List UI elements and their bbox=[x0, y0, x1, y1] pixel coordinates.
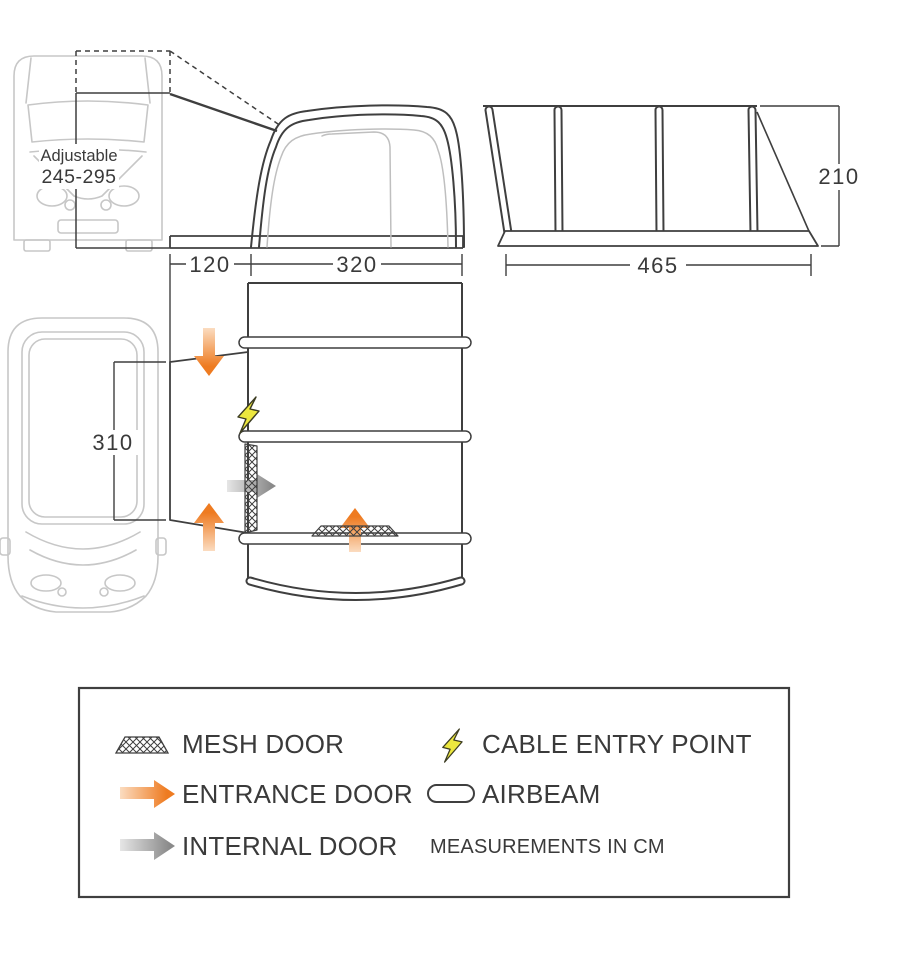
entrance-door-arrow-top bbox=[194, 328, 224, 376]
van-top-lamp-right bbox=[99, 587, 109, 597]
dim-side-length: 465 bbox=[637, 253, 678, 278]
legend: MESH DOOR CABLE ENTRY POINT ENTRANCE DOO… bbox=[77, 686, 791, 899]
van-top-mirror-right bbox=[155, 537, 167, 556]
van-headlight-right bbox=[108, 185, 140, 207]
van-front-windshield bbox=[27, 100, 149, 143]
van-front-body bbox=[13, 55, 163, 241]
van-front-pillar-left bbox=[25, 57, 32, 104]
dim-210-backing bbox=[812, 164, 866, 190]
dim-height: 210 bbox=[818, 164, 859, 189]
front-arch-inner bbox=[266, 128, 449, 248]
dim-front-width: 320 bbox=[336, 252, 377, 277]
van-top-mirror-left bbox=[0, 537, 11, 556]
front-arch-outer bbox=[250, 104, 465, 248]
legend-box bbox=[77, 686, 791, 899]
vehicle-label-backing bbox=[39, 144, 119, 189]
van-top-view bbox=[0, 317, 167, 613]
adjustable-height-dashed-guides bbox=[75, 50, 282, 127]
dim-tunnel-depth: 310 bbox=[92, 430, 133, 455]
tunnel-roof-slope bbox=[169, 92, 278, 133]
van-front-bumper bbox=[57, 219, 119, 234]
dim-320-backing bbox=[333, 252, 381, 277]
dim-465-backing bbox=[630, 253, 686, 278]
van-front-hood bbox=[33, 155, 143, 200]
legend-entrance-door-label: ENTRANCE DOOR bbox=[182, 779, 413, 809]
legend-internal-door-label: INTERNAL DOOR bbox=[182, 831, 397, 861]
dim-tunnel-width: 120 bbox=[189, 252, 230, 277]
awning-floor-plan bbox=[169, 282, 472, 601]
mesh-door-swatch-icon bbox=[114, 736, 170, 754]
legend-measurements-note: MEASUREMENTS IN CM bbox=[430, 836, 665, 858]
vehicle-label-line1: Adjustable bbox=[40, 147, 117, 165]
van-top-headlight-left bbox=[30, 574, 62, 592]
van-top-roof-outer bbox=[21, 331, 145, 525]
van-top-roof-inner bbox=[28, 338, 138, 518]
front-arch-middle bbox=[258, 113, 457, 248]
vehicle-label-line2: 245-295 bbox=[41, 166, 116, 188]
cable-entry-bolt-icon bbox=[442, 728, 463, 763]
dim-310-backing bbox=[89, 430, 139, 455]
front-door-outline bbox=[321, 131, 392, 248]
awning-front-view bbox=[250, 104, 465, 248]
entrance-door-arrow-bottom bbox=[194, 503, 224, 551]
entrance-door-arrow-icon bbox=[120, 780, 175, 808]
cable-entry-bolt bbox=[237, 396, 260, 434]
van-top-bumper bbox=[21, 595, 145, 609]
plan-front-curved-beam-fill bbox=[247, 578, 464, 599]
van-wheel-right bbox=[125, 239, 153, 252]
internal-door-arrow-icon bbox=[120, 832, 175, 860]
van-top-headlight-right bbox=[104, 574, 136, 592]
van-top-body bbox=[7, 317, 159, 613]
awning-side-view bbox=[483, 105, 819, 247]
airbeam-capsule-icon bbox=[427, 784, 475, 803]
van-wheel-left bbox=[23, 239, 51, 252]
van-top-lamp-left bbox=[57, 587, 67, 597]
van-lamp-left bbox=[64, 199, 76, 211]
legend-airbeam-label: AIRBEAM bbox=[482, 779, 600, 809]
mesh-door-side bbox=[244, 443, 258, 534]
dim-120-backing bbox=[186, 252, 234, 277]
van-top-hood-line bbox=[29, 549, 137, 566]
mesh-door-front bbox=[311, 525, 399, 537]
van-lamp-right bbox=[100, 199, 112, 211]
van-top-windshield bbox=[25, 531, 141, 550]
legend-cable-entry-label: CABLE ENTRY POINT bbox=[482, 729, 752, 759]
legend-mesh-door-label: MESH DOOR bbox=[182, 729, 344, 759]
ground-band bbox=[169, 235, 464, 249]
side-rear-slope bbox=[756, 111, 816, 246]
van-front-pillar-right bbox=[144, 57, 151, 104]
side-groundsheet bbox=[497, 230, 819, 247]
side-airbeams bbox=[484, 105, 759, 238]
